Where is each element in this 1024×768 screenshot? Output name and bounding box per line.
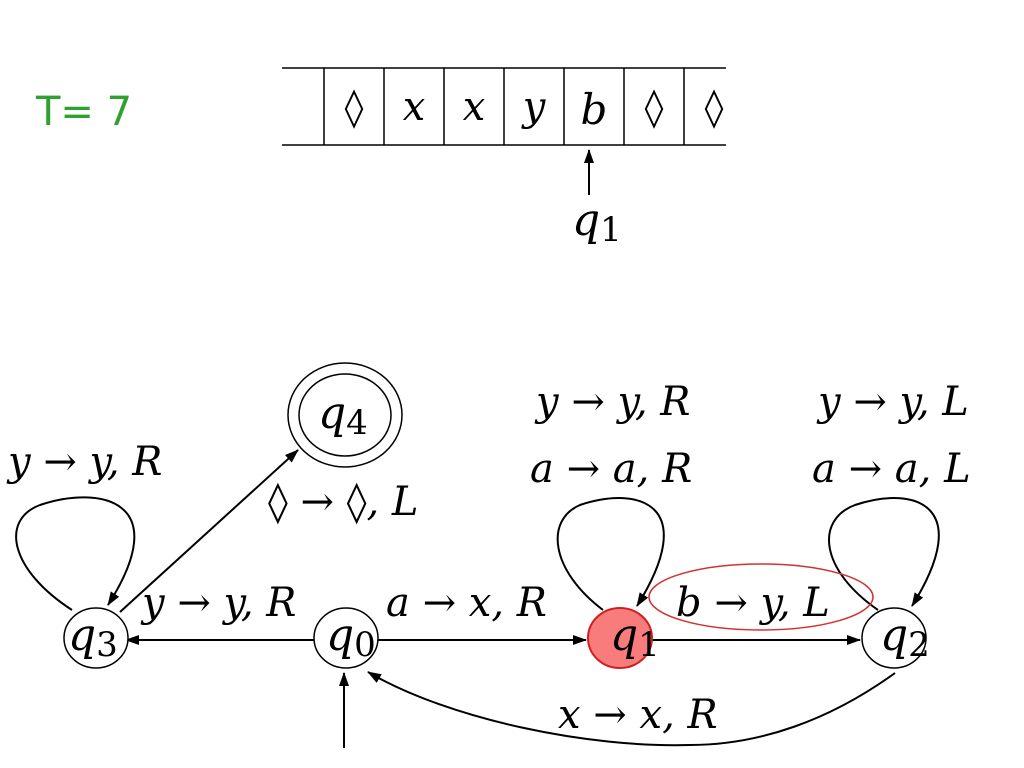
state-q3: q3 xyxy=(63,607,129,669)
state-q0: q0 xyxy=(313,607,379,669)
tape-head-state: q1 xyxy=(572,195,622,250)
tape-cell-7: ◊ xyxy=(705,85,724,129)
tape-head: q1 xyxy=(572,149,622,250)
edge-q2-q0 xyxy=(367,671,896,747)
time-label: T= 7 xyxy=(35,89,132,135)
tape-cell-1: ◊ xyxy=(345,85,364,129)
edge-q3-loop xyxy=(15,496,136,611)
label-q1-loop-2: a → a, R xyxy=(530,446,692,492)
tape-cell-2: x xyxy=(403,84,426,130)
transition-edges xyxy=(15,449,940,748)
tape-cell-3: x xyxy=(463,84,486,130)
current-transition-highlight xyxy=(648,563,874,631)
state-q2: q2 xyxy=(861,607,930,669)
label-q2-loop-2: a → a, L xyxy=(812,446,971,492)
state-q4-label: q4 xyxy=(318,388,368,443)
transition-labels: y → y, R ◊ → ◊, L y → y, R a → x, R y → … xyxy=(6,379,971,738)
state-q0-label: q0 xyxy=(326,610,376,665)
edge-q1-loop xyxy=(556,497,665,611)
tape-cell-4: y xyxy=(521,84,547,130)
tape-cell-5: b xyxy=(581,85,608,134)
label-q1-loop-1: y → y, R xyxy=(534,379,690,425)
label-q3-q4: ◊ → ◊, L xyxy=(268,479,418,525)
state-q1-label: q1 xyxy=(610,610,660,665)
label-q0-q1: a → x, R xyxy=(386,580,547,626)
tape-cell-6: ◊ xyxy=(645,85,664,129)
label-q3-loop: y → y, R xyxy=(6,439,162,485)
label-q2-q0: x → x, R xyxy=(558,692,718,738)
label-q1-q2: b → y, L xyxy=(676,580,830,626)
edge-q3-q4 xyxy=(119,449,299,613)
label-q0-q3: y → y, R xyxy=(140,580,296,626)
tape: ◊ x x y b ◊ ◊ xyxy=(282,67,726,146)
state-q4: q4 xyxy=(287,362,403,468)
state-q3-label: q3 xyxy=(68,610,118,665)
edge-q2-loop xyxy=(828,497,940,611)
state-q1-active: q1 xyxy=(587,607,660,669)
state-q2-label: q2 xyxy=(880,610,930,665)
label-q2-loop-1: y → y, L xyxy=(816,379,969,425)
